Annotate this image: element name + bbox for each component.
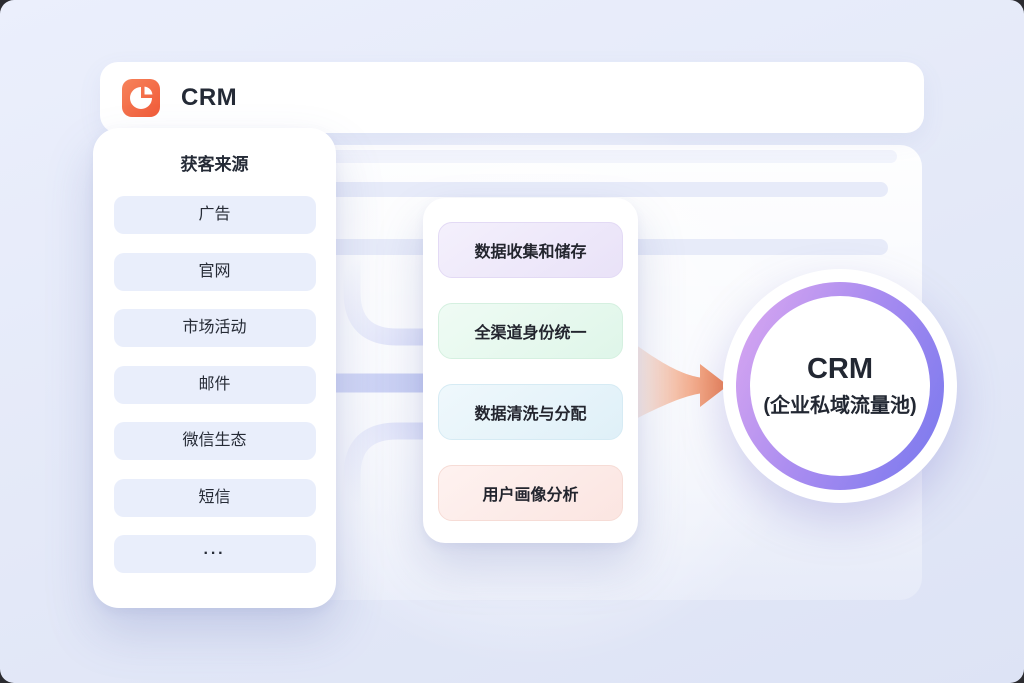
process-item-data-cleaning: 数据清洗与分配 [438, 384, 623, 440]
pool-subtitle: (企业私域流量池) [763, 395, 917, 418]
app-title: CRM [181, 83, 238, 111]
source-item-sms: 短信 [113, 478, 316, 517]
source-item-more: ··· [113, 535, 316, 573]
process-item-user-profiling: 用户画像分析 [438, 465, 623, 521]
source-item-marketing-events: 市场活动 [113, 309, 316, 347]
skeleton-row [166, 150, 897, 163]
source-item-email: 邮件 [113, 365, 316, 404]
crm-pool-circle: CRM (企业私域流量池) [723, 269, 957, 503]
source-item-wechat-ecosystem: 微信生态 [113, 422, 316, 460]
sources-panel-title: 获客来源 [180, 155, 249, 174]
crm-pool-inner: CRM (企业私域流量池) [750, 296, 930, 476]
pie-chart-icon [122, 78, 160, 117]
process-item-identity-unification: 全渠道身份统一 [438, 303, 623, 359]
pool-title: CRM [806, 352, 874, 385]
source-item-website: 官网 [113, 252, 316, 291]
source-item-ads: 广告 [113, 196, 316, 234]
skeleton-row [166, 182, 888, 197]
process-item-data-collection: 数据收集和储存 [438, 222, 623, 278]
process-panel: 数据收集和储存 全渠道身份统一 数据清洗与分配 用户画像分析 [423, 198, 638, 543]
sources-panel: 获客来源 广告 官网 市场活动 邮件 微信生态 短信 ··· [93, 128, 336, 608]
crm-pool-ring: CRM (企业私域流量池) [736, 282, 944, 490]
app-header: CRM [100, 62, 924, 133]
